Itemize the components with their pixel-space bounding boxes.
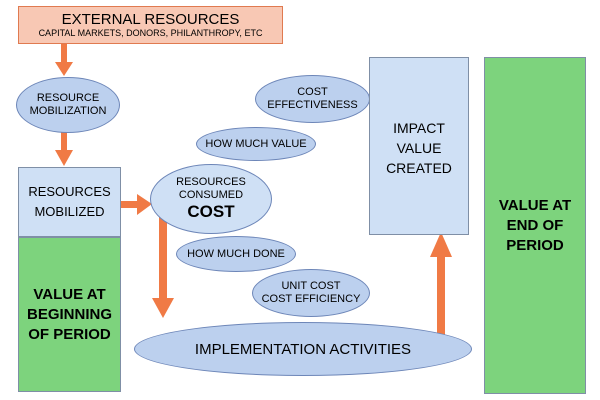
how-much-value-ellipse: HOW MUCH VALUE [196, 127, 316, 161]
value-end-line3: PERIOD [506, 236, 564, 254]
external-resources-title: EXTERNAL RESOURCES [61, 11, 240, 28]
value-end-box: VALUE AT END OF PERIOD [484, 57, 586, 394]
unit-cost-ellipse: UNIT COST COST EFFICIENCY [252, 269, 370, 317]
resources-consumed-line2: CONSUMED [178, 189, 244, 201]
cost-effectiveness-line1: COST [297, 86, 328, 98]
impact-line3: CREATED [386, 160, 452, 176]
arrow-implementation-to-impact [437, 255, 445, 338]
resource-mobilization-ellipse: RESOURCE MOBILIZATION [16, 77, 120, 133]
implementation-activities-ellipse: IMPLEMENTATION ACTIVITIES [134, 322, 472, 376]
impact-value-box: IMPACT VALUE CREATED [369, 57, 469, 235]
external-resources-subtitle: CAPITAL MARKETS, DONORS, PHILANTHROPY, E… [38, 28, 263, 38]
value-beginning-line1: VALUE AT [33, 285, 106, 303]
cost-effectiveness-line2: EFFECTIVENESS [267, 99, 358, 111]
value-beginning-box: VALUE AT BEGINNING OF PERIOD [18, 237, 121, 392]
impact-line1: IMPACT [393, 120, 445, 136]
arrow-mobilized-to-consumed-head [137, 194, 152, 215]
cost-label: COST [187, 202, 235, 221]
external-resources-box: EXTERNAL RESOURCES CAPITAL MARKETS, DONO… [18, 6, 283, 44]
resource-mobilization-line1: RESOURCE [36, 92, 100, 104]
value-beginning-line3: OF PERIOD [28, 325, 111, 343]
resources-mobilized-line1: RESOURCES [28, 184, 111, 199]
implementation-activities-label: IMPLEMENTATION ACTIVITIES [194, 340, 412, 358]
resources-mobilized-line2: MOBILIZED [34, 204, 105, 219]
resources-consumed-line1: RESOURCES [176, 176, 246, 188]
impact-line2: VALUE [396, 140, 442, 156]
resources-consumed-ellipse: RESOURCES CONSUMED COST [150, 164, 272, 234]
unit-cost-line1: UNIT COST [281, 280, 341, 292]
value-end-line2: END OF [506, 216, 564, 234]
how-much-done-ellipse: HOW MUCH DONE [176, 236, 296, 272]
arrow-cost-to-implementation [159, 216, 167, 300]
arrow-mobilized-to-consumed [121, 201, 139, 208]
value-end-line1: VALUE AT [498, 196, 572, 214]
arrow-cost-to-implementation-head [152, 298, 174, 318]
how-much-done-label: HOW MUCH DONE [187, 247, 285, 260]
resource-mobilization-line2: MOBILIZATION [29, 105, 107, 117]
cost-effectiveness-ellipse: COST EFFECTIVENESS [255, 75, 370, 123]
resources-mobilized-box: RESOURCES MOBILIZED [18, 167, 121, 237]
how-much-value-label: HOW MUCH VALUE [205, 137, 307, 150]
arrow-external-to-mobilization [61, 44, 67, 64]
unit-cost-line2: COST EFFICIENCY [261, 293, 361, 305]
arrow-implementation-to-impact-head [430, 232, 452, 257]
value-beginning-line2: BEGINNING [26, 305, 112, 323]
arrow-mobilization-to-mobilized-head [55, 150, 73, 166]
arrow-mobilization-to-mobilized [61, 132, 67, 152]
arrow-external-to-mobilization-head [55, 62, 73, 76]
